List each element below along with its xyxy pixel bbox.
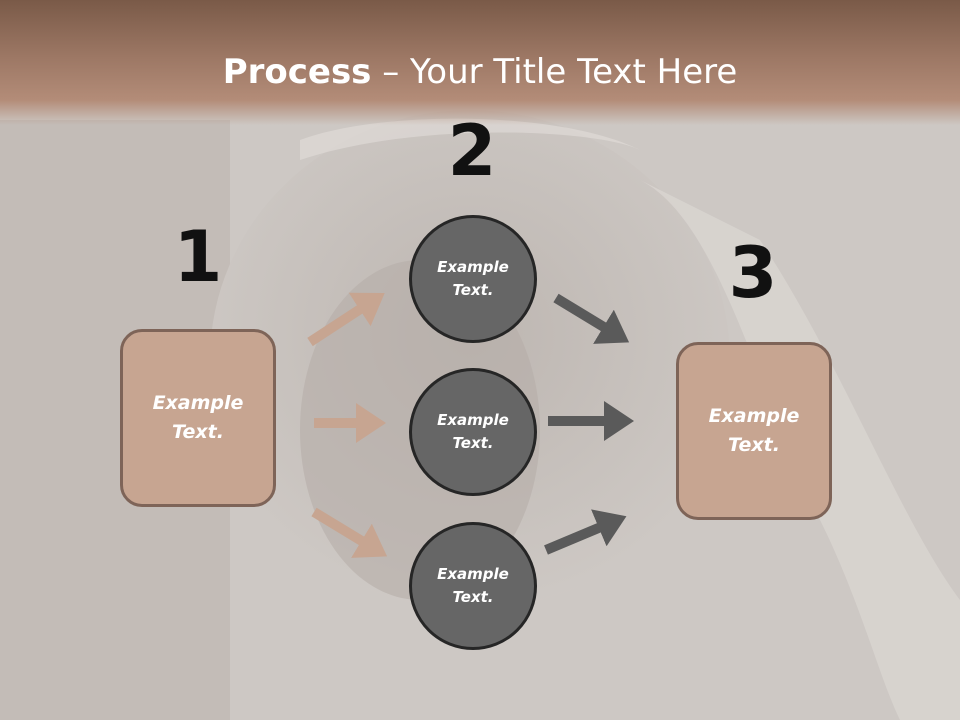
title-bar: [0, 0, 960, 125]
circle-middle: Example Text.: [409, 368, 537, 496]
arrow-left-to-top: [307, 292, 385, 347]
arrow-top-to-right: [553, 293, 630, 344]
circle-middle-text: Example Text.: [437, 411, 509, 452]
step-number-1: 1: [173, 216, 223, 298]
circle-top: Example Text.: [409, 215, 537, 343]
arrow-bottom-to-right: [544, 509, 627, 555]
page-title: Process – Your Title Text Here: [0, 52, 960, 92]
circle-top-text: Example Text.: [437, 258, 509, 299]
left-step-text: Example Text.: [152, 392, 244, 443]
right-step-text: Example Text.: [708, 405, 800, 456]
title-bold: Process: [222, 52, 372, 92]
step-number-2: 2: [447, 110, 497, 192]
circle-bottom-text: Example Text.: [437, 565, 509, 606]
arrow-left-to-bottom: [311, 507, 388, 558]
title-rest: – Your Title Text Here: [371, 52, 738, 92]
step-number-3: 3: [728, 232, 778, 314]
circle-bottom: Example Text.: [409, 522, 537, 650]
right-step-box: Example Text.: [676, 342, 832, 520]
left-step-box: Example Text.: [120, 329, 276, 507]
